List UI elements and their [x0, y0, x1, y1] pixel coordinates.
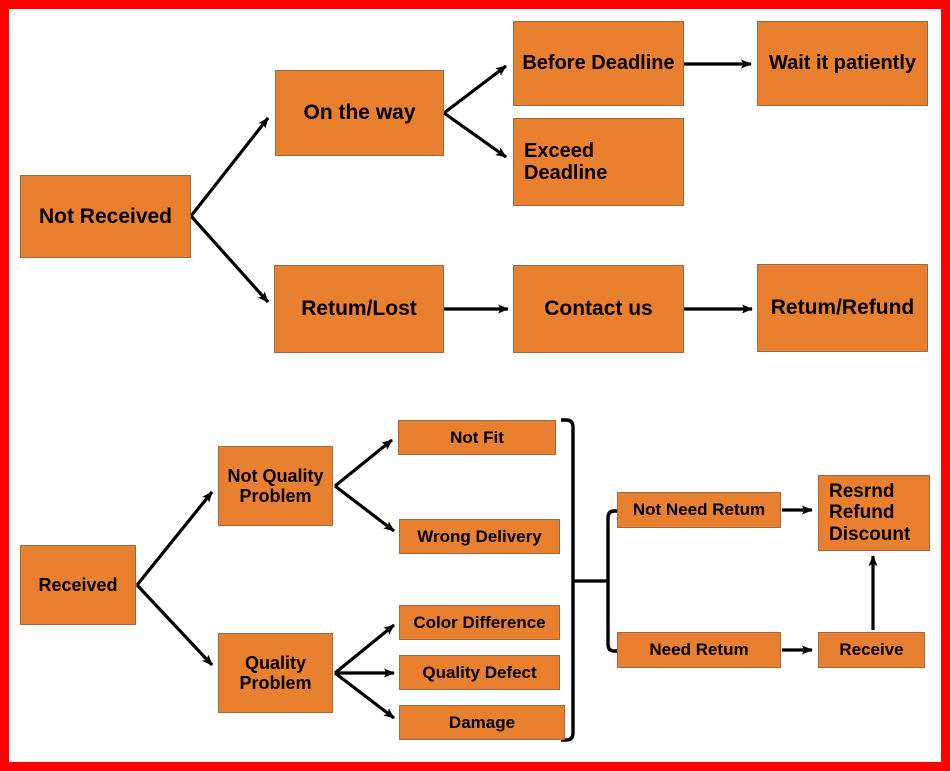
node-quality-defect[interactable]: Quality Defect [399, 655, 560, 690]
node-quality-defect-label: Quality Defect [422, 662, 537, 682]
node-quality-problem[interactable]: Quality Problem [218, 633, 333, 713]
node-before-deadline[interactable]: Before Deadline [513, 21, 684, 106]
node-wrong-delivery[interactable]: Wrong Delivery [399, 519, 560, 554]
node-quality-problem-label-line1: Quality [244, 652, 306, 673]
node-return-refund-label: Retum/Refund [770, 296, 915, 320]
node-exceed-deadline[interactable]: Exceed Deadline [513, 118, 684, 206]
node-quality-problem-label-line2: Problem [239, 673, 312, 693]
edge-qualityproblem-damage [334, 671, 395, 720]
node-wait-it-patiently-label: Wait it patiently [768, 52, 917, 75]
bracket-outcomes [561, 418, 575, 742]
node-not-quality-problem-label-line1: Not Quality [227, 465, 324, 486]
node-resend-refund-discount[interactable]: Resrnd Refund Discount [818, 475, 930, 551]
node-receive-label: Receive [839, 640, 904, 660]
node-on-the-way-label: On the way [303, 101, 416, 125]
edge-notqualityproblem-notfit [333, 438, 394, 488]
node-return-refund[interactable]: Retum/Refund [757, 264, 928, 352]
node-not-fit-label: Not Fit [450, 427, 504, 447]
edge-received-notqualityproblem [135, 490, 214, 587]
edge-notreceived-ontheway [189, 117, 270, 217]
edge-qualityproblem-colordifference [333, 623, 396, 675]
node-exceed-deadline-label: Exceed Deadline [524, 139, 608, 184]
node-need-return[interactable]: Need Retum [617, 632, 781, 668]
node-return-lost-label: Retum/Lost [301, 297, 417, 321]
node-contact-us-label: Contact us [544, 297, 653, 321]
edge-ontheway-beforedeadline [443, 64, 507, 115]
node-not-received[interactable]: Not Received [20, 175, 191, 258]
node-return-lost[interactable]: Retum/Lost [274, 265, 444, 353]
node-wrong-delivery-label: Wrong Delivery [417, 526, 542, 546]
node-not-fit[interactable]: Not Fit [398, 420, 556, 455]
node-contact-us[interactable]: Contact us [513, 265, 684, 353]
node-damage[interactable]: Damage [399, 705, 565, 740]
node-color-difference-label: Color Difference [413, 612, 546, 632]
node-received-label: Received [38, 574, 118, 595]
node-wait-it-patiently[interactable]: Wait it patiently [757, 21, 928, 106]
node-resend-label-line1: Resrnd [829, 481, 895, 503]
node-damage-label: Damage [448, 712, 516, 732]
node-received[interactable]: Received [20, 545, 136, 625]
node-not-need-return[interactable]: Not Need Retum [617, 492, 781, 528]
node-resend-label-line2: Refund [829, 502, 895, 524]
edge-received-qualityproblem [135, 583, 214, 667]
node-not-need-return-label: Not Need Retum [632, 500, 766, 520]
node-on-the-way[interactable]: On the way [275, 70, 444, 156]
node-receive[interactable]: Receive [818, 632, 925, 668]
node-before-deadline-label: Before Deadline [522, 52, 675, 75]
bracket-return-split [606, 509, 617, 653]
edge-notreceived-returnlost [189, 214, 270, 304]
node-resend-label-line3: Discount [829, 523, 911, 545]
node-need-return-label: Need Retum [649, 640, 749, 660]
edge-notqualityproblem-wrongdelivery [334, 484, 395, 533]
node-not-received-label: Not Received [38, 204, 173, 228]
node-not-quality-problem[interactable]: Not Quality Problem [218, 446, 333, 526]
node-color-difference[interactable]: Color Difference [399, 605, 560, 640]
node-not-quality-problem-label-line2: Problem [239, 486, 312, 506]
edge-ontheway-exceeddeadline [443, 111, 507, 159]
